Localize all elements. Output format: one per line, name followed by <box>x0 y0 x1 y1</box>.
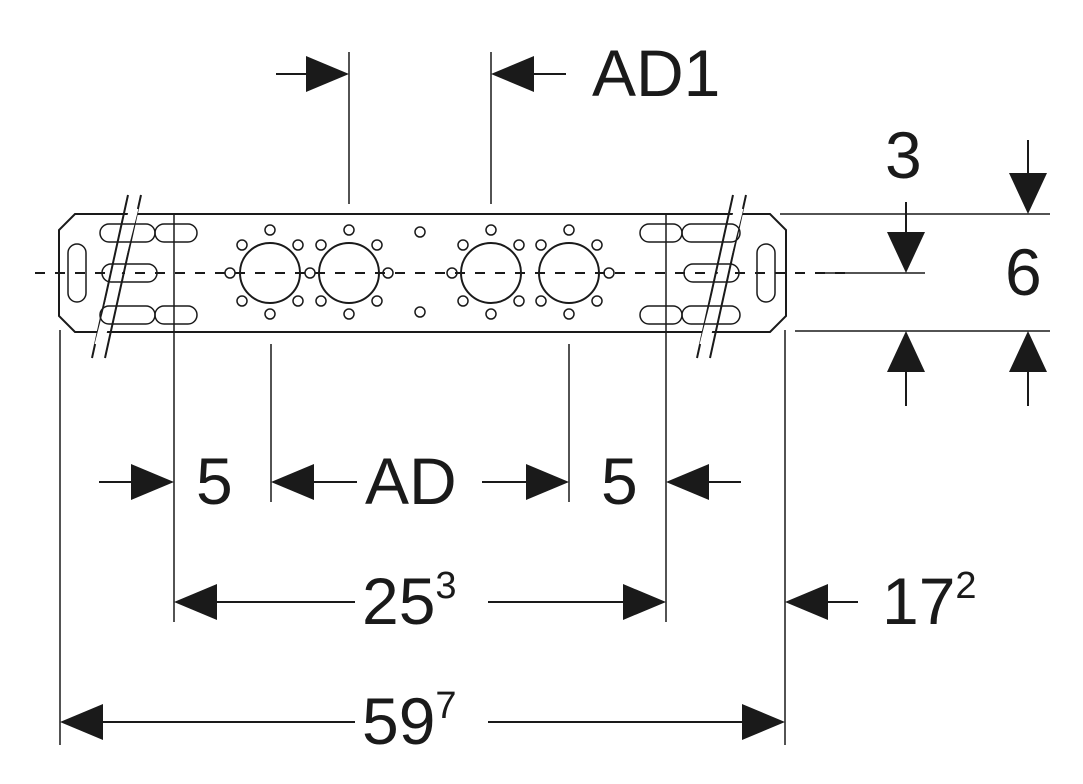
span-25-label: 253 <box>362 564 457 638</box>
arrow-right-icon <box>306 56 349 92</box>
three-label: 3 <box>885 118 922 192</box>
arrow-left-icon <box>60 704 103 740</box>
side-17-dimension: 172 <box>785 564 977 638</box>
left-end-slots <box>67 223 198 325</box>
arrow-right-icon <box>526 464 569 500</box>
arrow-down-icon <box>887 232 925 273</box>
arrow-left-icon <box>491 56 534 92</box>
right-end-slots <box>639 223 776 325</box>
centre-small-holes <box>414 226 426 318</box>
arrow-up-icon <box>1009 331 1047 372</box>
side-17-label: 172 <box>882 564 977 638</box>
six-dimension: 6 <box>1005 140 1047 406</box>
ad-label: AD <box>365 444 457 518</box>
arrow-left-icon <box>666 464 709 500</box>
arrow-left-icon <box>271 464 314 500</box>
right-break-mark <box>696 194 747 359</box>
arrow-left-icon <box>785 584 828 620</box>
arrow-right-icon <box>131 464 174 500</box>
arrow-right-icon <box>742 704 785 740</box>
ad1-label: AD1 <box>592 36 720 110</box>
ad1-dimension: AD1 <box>276 36 720 110</box>
arrow-right-icon <box>623 584 666 620</box>
left-five-label: 5 <box>196 444 233 518</box>
outlet-hole-4 <box>535 224 615 320</box>
five-ad-five-dimension: 5 AD 5 <box>99 444 741 518</box>
six-label: 6 <box>1005 235 1042 309</box>
span-25-dimension: 253 <box>174 564 666 638</box>
left-break-mark <box>91 194 142 359</box>
arrow-left-icon <box>174 584 217 620</box>
extension-lines <box>59 52 1050 745</box>
arrow-down-icon <box>1009 173 1047 214</box>
outlet-hole-2 <box>315 224 394 320</box>
arrow-up-icon <box>887 331 925 372</box>
mounting-rail <box>35 194 855 359</box>
outlet-hole-1 <box>224 224 316 320</box>
outlet-hole-3 <box>446 224 525 320</box>
three-dimension: 3 <box>885 118 925 406</box>
total-59-label: 597 <box>362 684 457 758</box>
total-59-dimension: 597 <box>60 684 785 758</box>
right-five-label: 5 <box>601 444 638 518</box>
